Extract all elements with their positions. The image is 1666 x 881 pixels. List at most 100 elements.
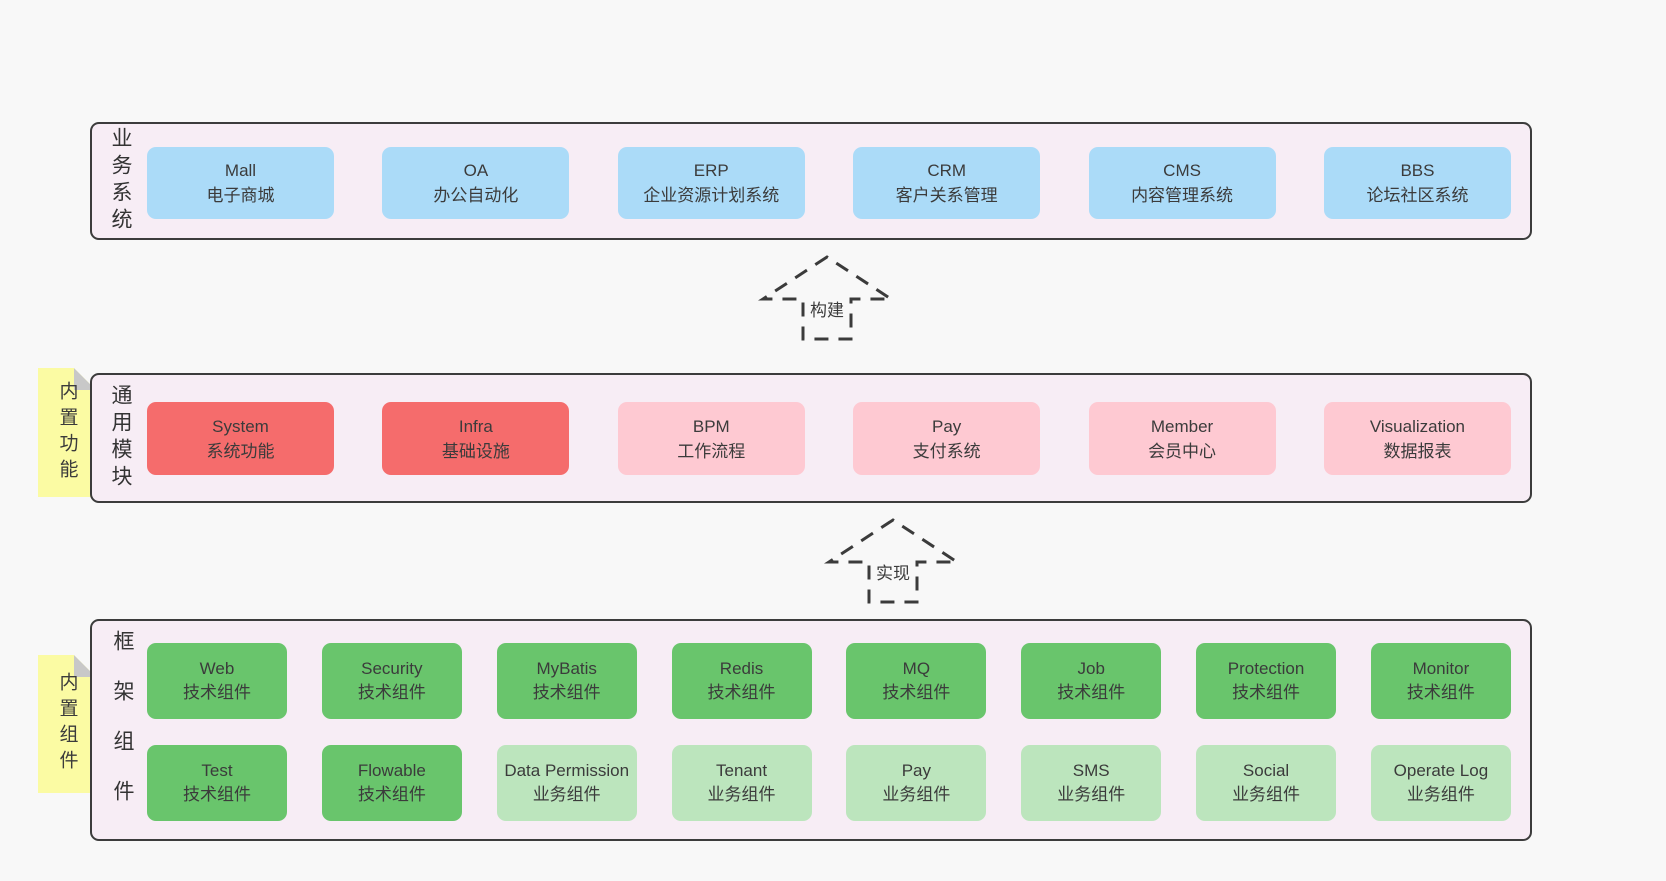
box-title: Redis (719, 659, 764, 678)
box-subtitle: 业务组件 (1406, 785, 1475, 804)
panel-side-label: 业务系统 (109, 127, 132, 235)
box-mall: Mall 电子商城 (147, 147, 334, 219)
arrow-label: 实现 (873, 559, 913, 584)
box-monitor: Monitor 技术组件 (1370, 643, 1511, 719)
box-member: Member 会员中心 (1088, 402, 1276, 475)
box-title: Security (361, 659, 423, 678)
up-arrow-icon (823, 518, 963, 604)
box-subtitle: 技术组件 (1057, 683, 1126, 702)
box-subtitle: 客户关系管理 (895, 186, 998, 205)
panel-side-label: 框架组件 (111, 630, 134, 830)
box-operate-log: Operate Log 业务组件 (1370, 745, 1511, 821)
box-infra: Infra 基础设施 (382, 402, 570, 475)
modules-box-row: System 系统功能 Infra 基础设施 BPM 工作流程 Pay 支付系统… (147, 402, 1511, 475)
box-title: CMS (1163, 161, 1201, 180)
box-web: Web 技术组件 (147, 643, 287, 719)
box-title: Protection (1227, 659, 1305, 678)
box-subtitle: 业务组件 (882, 785, 951, 804)
sticky-note-built-in-functions: 内置功能 (38, 368, 96, 497)
box-title: Pay (901, 761, 932, 780)
box-subtitle: 业务组件 (707, 785, 776, 804)
box-pay-module: Pay 支付系统 (853, 402, 1041, 475)
box-subtitle: 办公自动化 (433, 186, 519, 205)
box-title: System (212, 416, 269, 436)
box-bpm: BPM 工作流程 (617, 402, 805, 475)
box-title: MyBatis (536, 659, 597, 678)
box-system: System 系统功能 (147, 402, 334, 475)
box-pay-business: Pay 业务组件 (846, 745, 987, 821)
box-subtitle: 工作流程 (677, 441, 746, 461)
box-subtitle: 技术组件 (183, 683, 251, 702)
box-subtitle: 业务组件 (532, 785, 601, 804)
box-title: Test (201, 761, 233, 780)
box-title: Job (1077, 659, 1105, 678)
box-tenant: Tenant 业务组件 (671, 745, 812, 821)
box-title: Monitor (1412, 659, 1470, 678)
box-crm: CRM 客户关系管理 (853, 147, 1041, 219)
box-title: MQ (902, 659, 931, 678)
box-flowable: Flowable 技术组件 (321, 745, 462, 821)
panel-framework-components: 框架组件 Web 技术组件 Security 技术组件 MyBatis 技术组件… (90, 619, 1532, 841)
box-redis: Redis 技术组件 (671, 643, 812, 719)
box-subtitle: 技术组件 (1406, 683, 1475, 702)
box-title: CRM (927, 161, 967, 180)
panel-common-modules: 通用模块 System 系统功能 Infra 基础设施 BPM 工作流程 Pay… (90, 373, 1532, 503)
arrow-label: 构建 (807, 296, 847, 321)
box-subtitle: 技术组件 (707, 683, 776, 702)
box-title: Visualization (1369, 416, 1466, 436)
panel-business-systems: 业务系统 Mall 电子商城 OA 办公自动化 ERP 企业资源计划系统 CRM… (90, 122, 1532, 240)
box-subtitle: 业务组件 (1232, 785, 1301, 804)
box-title: BBS (1400, 161, 1435, 180)
sticky-note-built-in-components: 内置组件 (38, 655, 96, 793)
box-visualization: Visualization 数据报表 (1323, 402, 1511, 475)
box-title: SMS (1072, 761, 1110, 780)
box-oa: OA 办公自动化 (382, 147, 570, 219)
build-arrow: 构建 (757, 254, 897, 342)
box-cms: CMS 内容管理系统 (1088, 147, 1276, 219)
business-box-row: Mall 电子商城 OA 办公自动化 ERP 企业资源计划系统 CRM 客户关系… (147, 147, 1511, 219)
box-subtitle: 电子商城 (206, 186, 275, 205)
box-subtitle: 技术组件 (1232, 683, 1301, 702)
box-subtitle: 会员中心 (1148, 441, 1217, 461)
box-subtitle: 系统功能 (206, 441, 275, 461)
box-title: Tenant (716, 761, 768, 780)
box-subtitle: 基础设施 (441, 441, 510, 461)
box-subtitle: 论坛社区系统 (1366, 186, 1469, 205)
box-subtitle: 支付系统 (912, 441, 981, 461)
box-subtitle: 内容管理系统 (1131, 186, 1234, 205)
box-subtitle: 技术组件 (882, 683, 951, 702)
box-mybatis: MyBatis 技术组件 (496, 643, 637, 719)
box-subtitle: 技术组件 (183, 785, 251, 804)
box-social: Social 业务组件 (1196, 745, 1337, 821)
box-title: Data Permission (504, 761, 630, 780)
sticky-note-label: 内置功能 (56, 380, 78, 485)
box-bbs: BBS 论坛社区系统 (1323, 147, 1511, 219)
box-title: Operate Log (1393, 761, 1489, 780)
components-box-row-2: Test 技术组件 Flowable 技术组件 Data Permission … (147, 745, 1511, 821)
box-data-permission: Data Permission 业务组件 (496, 745, 637, 821)
components-box-row-1: Web 技术组件 Security 技术组件 MyBatis 技术组件 Redi… (147, 643, 1511, 719)
box-title: Mall (224, 161, 257, 180)
box-title: BPM (692, 416, 730, 436)
box-title: ERP (693, 161, 729, 180)
box-test: Test 技术组件 (147, 745, 287, 821)
box-subtitle: 企业资源计划系统 (643, 186, 780, 205)
sticky-note-label: 内置组件 (56, 672, 78, 776)
box-title: Web (199, 659, 235, 678)
box-subtitle: 数据报表 (1383, 441, 1452, 461)
box-subtitle: 技术组件 (357, 683, 426, 702)
box-subtitle: 技术组件 (532, 683, 601, 702)
box-security: Security 技术组件 (321, 643, 462, 719)
box-title: Infra (458, 416, 493, 436)
box-title: OA (463, 161, 489, 180)
box-job: Job 技术组件 (1021, 643, 1162, 719)
box-title: Pay (932, 416, 962, 436)
box-subtitle: 业务组件 (1057, 785, 1126, 804)
panel-side-label: 通用模块 (109, 384, 132, 492)
implement-arrow: 实现 (823, 517, 963, 605)
box-title: Member (1150, 416, 1214, 436)
box-erp: ERP 企业资源计划系统 (617, 147, 805, 219)
box-sms: SMS 业务组件 (1021, 745, 1162, 821)
box-title: Flowable (357, 761, 426, 780)
